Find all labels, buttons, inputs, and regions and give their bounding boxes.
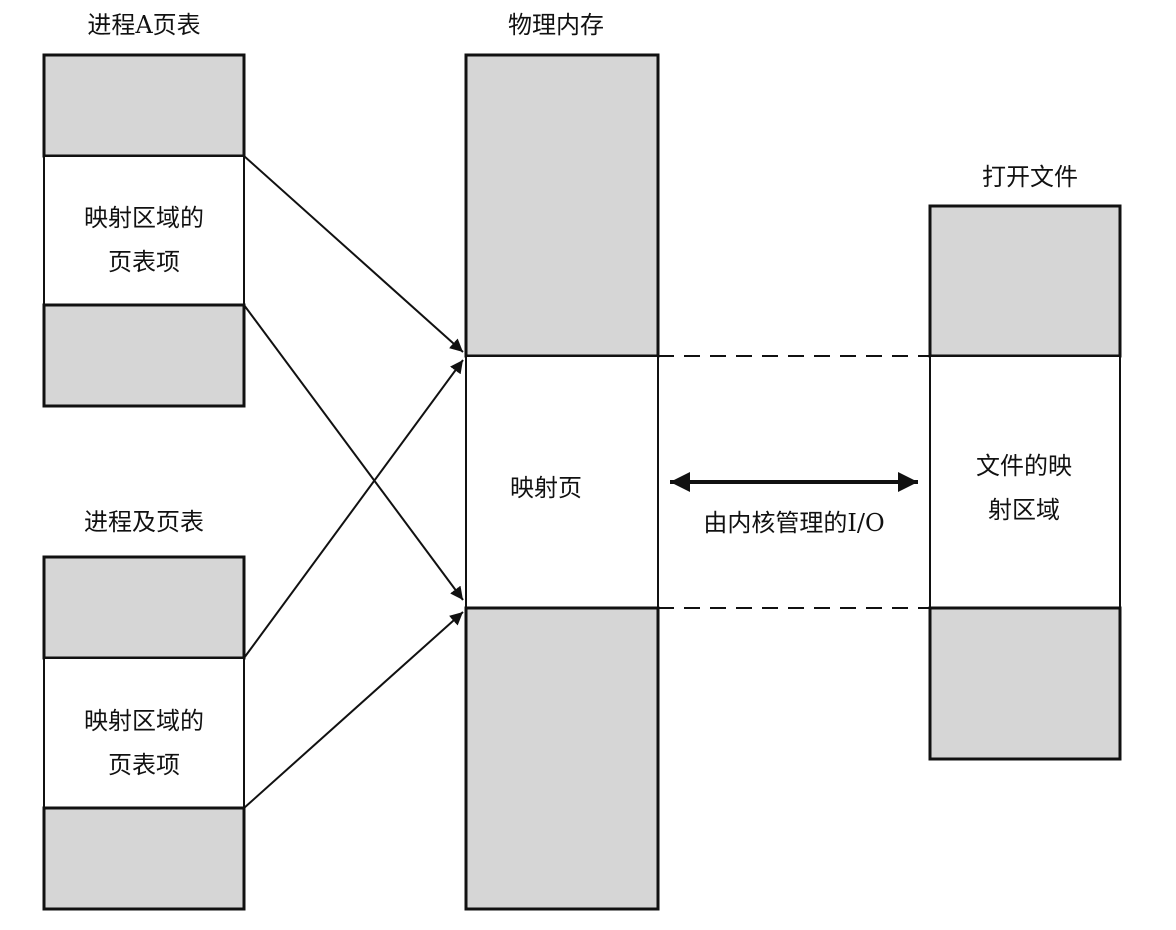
open-file-region-label: 文件的映 射区域 <box>976 444 1072 532</box>
process-b-page-table <box>42 555 246 911</box>
kernel-io-label: 由内核管理的I/O <box>703 509 885 537</box>
open-file-title: 打开文件 <box>982 163 1078 191</box>
process-b-lower-block <box>42 806 246 911</box>
open-file-mapped-region <box>929 355 1121 609</box>
process-a-page-table <box>42 53 246 408</box>
open-file-region-line2: 射区域 <box>988 496 1060 524</box>
process-b-region-line1: 映射区域的 <box>84 707 204 735</box>
process-a-mapped-entries <box>43 155 245 306</box>
physical-memory-lower-block <box>464 606 660 911</box>
physical-memory-column <box>464 53 660 911</box>
open-file-lower-block <box>928 606 1122 761</box>
open-file-column <box>928 204 1122 761</box>
physical-memory-upper-block <box>464 53 660 358</box>
arrow-process-b-bottom-to-memory <box>243 611 464 809</box>
arrow-process-a-bottom-to-memory <box>243 304 464 601</box>
process-a-region-line1: 映射区域的 <box>84 204 204 232</box>
arrow-process-a-top-to-memory <box>243 155 464 353</box>
process-a-title: 进程A页表 <box>87 11 201 39</box>
process-a-lower-block <box>42 303 246 408</box>
process-b-title: 进程及页表 <box>84 508 204 536</box>
physical-memory-title: 物理内存 <box>508 11 604 39</box>
process-b-region-label: 映射区域的 页表项 <box>84 699 204 787</box>
mapped-page-label: 映射页 <box>510 474 582 502</box>
process-a-upper-block <box>42 53 246 158</box>
process-a-region-line2: 页表项 <box>108 248 180 276</box>
open-file-upper-block <box>928 204 1122 358</box>
physical-memory-mapped-page <box>465 355 659 609</box>
process-b-mapped-entries <box>43 657 245 809</box>
process-b-upper-block <box>42 555 246 660</box>
process-a-region-label: 映射区域的 页表项 <box>84 196 204 284</box>
process-b-region-line2: 页表项 <box>108 751 180 779</box>
open-file-region-line1: 文件的映 <box>976 452 1072 480</box>
arrow-process-b-top-to-memory <box>243 359 464 659</box>
